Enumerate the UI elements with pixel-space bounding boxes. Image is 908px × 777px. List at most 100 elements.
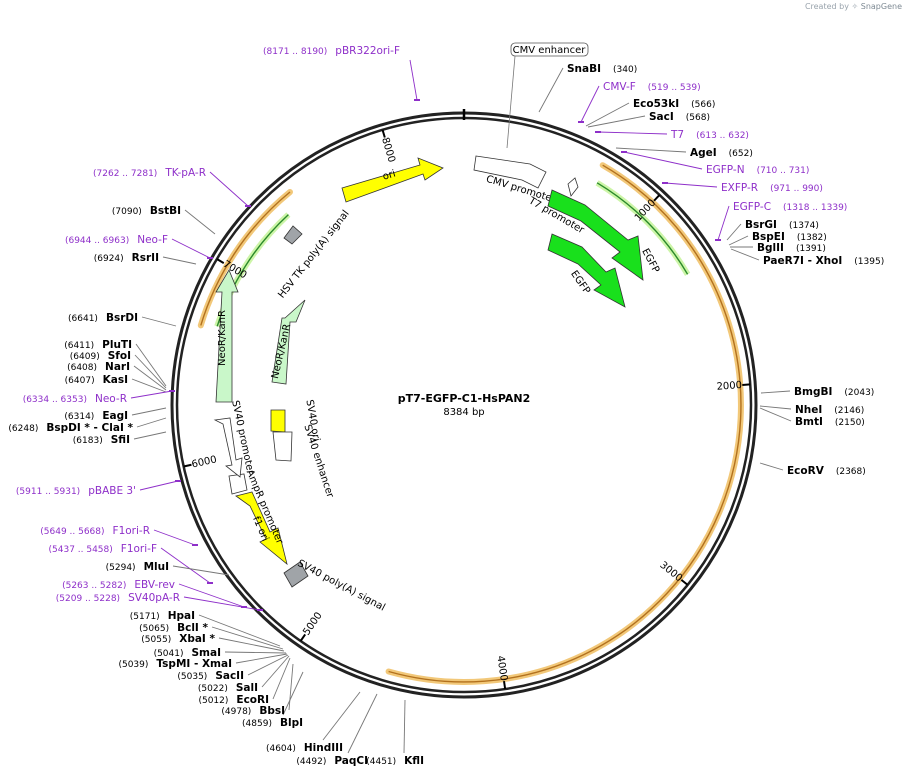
- label-name: SnaBI: [567, 63, 601, 75]
- leader-line: [139, 480, 179, 491]
- site-hindiii[interactable]: HindIII (4604): [266, 742, 343, 754]
- site-saci[interactable]: SacI(568): [649, 111, 710, 123]
- site-sali[interactable]: SalI(5022): [198, 682, 258, 694]
- label-name: EXFP-R: [721, 182, 758, 194]
- label-name: KflI: [404, 755, 424, 767]
- feature-cmv-promoter[interactable]: CMV promoter: [473, 155, 558, 206]
- label-name: KasI: [103, 374, 128, 386]
- leader-line: [717, 205, 730, 241]
- site-agei[interactable]: AgeI(652): [690, 147, 753, 159]
- site-nari[interactable]: NarI(6408): [67, 361, 130, 373]
- label-name: SalI: [236, 682, 258, 694]
- site-bglii[interactable]: BglII(1391): [757, 242, 826, 254]
- site-eagi[interactable]: EagI(6314): [64, 410, 128, 422]
- primer-ebv-rev[interactable]: EBV-rev(5263 .. 5282): [62, 579, 175, 591]
- site-kfli[interactable]: KflI(4451): [366, 755, 424, 767]
- site-bcli-[interactable]: BclI *(5065): [139, 622, 208, 634]
- label-name: F1ori-R: [113, 525, 150, 537]
- primer-pbr322ori-f[interactable]: pBR322ori-F(8171 .. 8190): [263, 45, 400, 57]
- label-name: SfoI: [108, 350, 131, 362]
- primer-egfp-n[interactable]: EGFP-N(710 .. 731): [706, 164, 809, 176]
- label-pos: (5649 .. 5668): [40, 527, 104, 537]
- primer-f1ori-f[interactable]: F1ori-F(5437 .. 5458): [49, 543, 158, 555]
- feature-label: HSV TK poly(A) signal: [276, 208, 351, 300]
- label-pos: (4492): [296, 757, 326, 767]
- site-smai[interactable]: SmaI(5041): [154, 647, 221, 659]
- label-pos: (5911 .. 5931): [16, 487, 80, 497]
- site-kasi[interactable]: KasI(6407): [65, 374, 128, 386]
- site-nhei[interactable]: NheI(2146): [795, 404, 864, 416]
- primer-f1ori-r[interactable]: F1ori-R (5649 .. 5668): [40, 525, 150, 537]
- site-bstbi[interactable]: BstBI(7090): [112, 205, 181, 217]
- site-bsrgi[interactable]: BsrGI(1374): [745, 219, 819, 231]
- leader-line: [760, 390, 791, 394]
- label-pos: (1318 .. 1339): [783, 203, 847, 213]
- site-snabi[interactable]: SnaBI(340): [567, 63, 637, 75]
- label-name: HindIII: [304, 742, 343, 754]
- tick-label: 8000: [379, 136, 397, 164]
- feature-hsv-tk-poly-a-signal[interactable]: HSV TK poly(A) signal: [276, 208, 351, 300]
- label-pos: (4604): [266, 744, 296, 754]
- site-pluti[interactable]: PluTI(6411): [64, 339, 132, 351]
- site-eco53ki[interactable]: Eco53kI(566): [633, 98, 715, 110]
- label-name: CMV-F: [603, 81, 636, 93]
- feature-sv40-poly-a-signal[interactable]: SV40 poly(A) signal: [283, 558, 387, 614]
- site-bspei[interactable]: BspEI(1382): [752, 231, 827, 243]
- feature-neor-kanr-2[interactable]: NeoR/KanR: [270, 299, 306, 385]
- site-bspdi-clai-[interactable]: BspDI * - ClaI *(6248): [8, 422, 133, 434]
- primer-egfp-c[interactable]: EGFP-C(1318 .. 1339): [733, 201, 847, 213]
- label-pos: (971 .. 990): [770, 184, 823, 194]
- primer-pbabe-3-[interactable]: pBABE 3'(5911 .. 5931): [16, 485, 136, 497]
- feature-label: CMV enhancer: [513, 45, 587, 56]
- site-bmti[interactable]: BmtI(2150): [795, 416, 865, 428]
- primer-neo-r[interactable]: Neo-R(6334 .. 6353): [23, 393, 127, 405]
- primer-cmv-f[interactable]: CMV-F(519 .. 539): [603, 81, 701, 93]
- site-xbai-[interactable]: XbaI *(5055): [141, 633, 215, 645]
- label-pos: (5171): [130, 612, 160, 622]
- label-name: SV40pA-R: [128, 592, 180, 604]
- label-pos: (5263 .. 5282): [62, 581, 126, 591]
- tick-mark: [216, 258, 225, 264]
- site-sfii[interactable]: SfiI(6183): [73, 434, 130, 446]
- primer-exfp-r[interactable]: EXFP-R (971 .. 990): [721, 182, 823, 194]
- label-pos: (566): [691, 100, 715, 110]
- site-mlui[interactable]: MluI(5294): [106, 561, 169, 573]
- primer-neo-f[interactable]: Neo-F(6944 .. 6963): [65, 234, 168, 246]
- site-paer7i-xhoi[interactable]: PaeR7I - XhoI(1395): [763, 255, 884, 267]
- leader-line: [218, 637, 285, 652]
- site-sfoi[interactable]: SfoI(6409): [70, 350, 131, 362]
- label-name: RsrII: [132, 252, 159, 264]
- feature-neor-kanr[interactable]: NeoR/KanR: [215, 269, 239, 403]
- tick-label: 3000: [658, 560, 685, 585]
- primer-t7[interactable]: T7(613 .. 632): [670, 129, 749, 141]
- site-bsrdi[interactable]: BsrDI(6641): [68, 312, 138, 324]
- site-labels: SnaBI(340)CMV-F(519 .. 539)Eco53kI(566)S…: [8, 45, 884, 767]
- site-tspmi-xmai[interactable]: TspMI - XmaI(5039): [118, 658, 232, 670]
- label-name: SmaI: [192, 647, 222, 659]
- credit-brand: SnapGene: [860, 2, 902, 11]
- site-paqci[interactable]: PaqCI(4492): [296, 755, 368, 767]
- feature-ori[interactable]: ori: [341, 157, 444, 203]
- site-hpai[interactable]: HpaI(5171): [130, 610, 195, 622]
- primer-site-mark: [175, 480, 181, 482]
- site-bbsi[interactable]: BbsI(4978): [221, 705, 285, 717]
- label-pos: (2146): [834, 406, 864, 416]
- feature-sv40-enhancer[interactable]: SV40 enhancer: [272, 423, 336, 500]
- leader-line: [282, 671, 304, 716]
- leader-line: [615, 147, 687, 153]
- label-name: Neo-F: [137, 234, 168, 246]
- label-pos: (5055): [141, 635, 171, 645]
- site-rsrii[interactable]: RsrII(6924): [94, 252, 159, 264]
- site-ecori[interactable]: EcoRI(5012): [198, 694, 269, 706]
- site-ecorv[interactable]: EcoRV(2368): [787, 465, 866, 477]
- label-name: PluTI: [102, 339, 132, 351]
- site-sacii[interactable]: SacII(5035): [177, 670, 244, 682]
- leader-line: [347, 693, 378, 754]
- feature-cmv-enhancer[interactable]: CMV enhancer: [506, 42, 589, 149]
- feature-sv40-promoter[interactable]: SV40 promoter: [213, 399, 256, 478]
- label-pos: (5209 .. 5228): [56, 594, 120, 604]
- site-blpi[interactable]: BlpI(4859): [242, 717, 303, 729]
- primer-tk-pa-r[interactable]: TK-pA-R(7262 .. 7281): [93, 167, 206, 179]
- site-bmgbi[interactable]: BmgBI(2043): [794, 386, 874, 398]
- primer-sv40pa-r[interactable]: SV40pA-R (5209 .. 5228): [56, 592, 180, 604]
